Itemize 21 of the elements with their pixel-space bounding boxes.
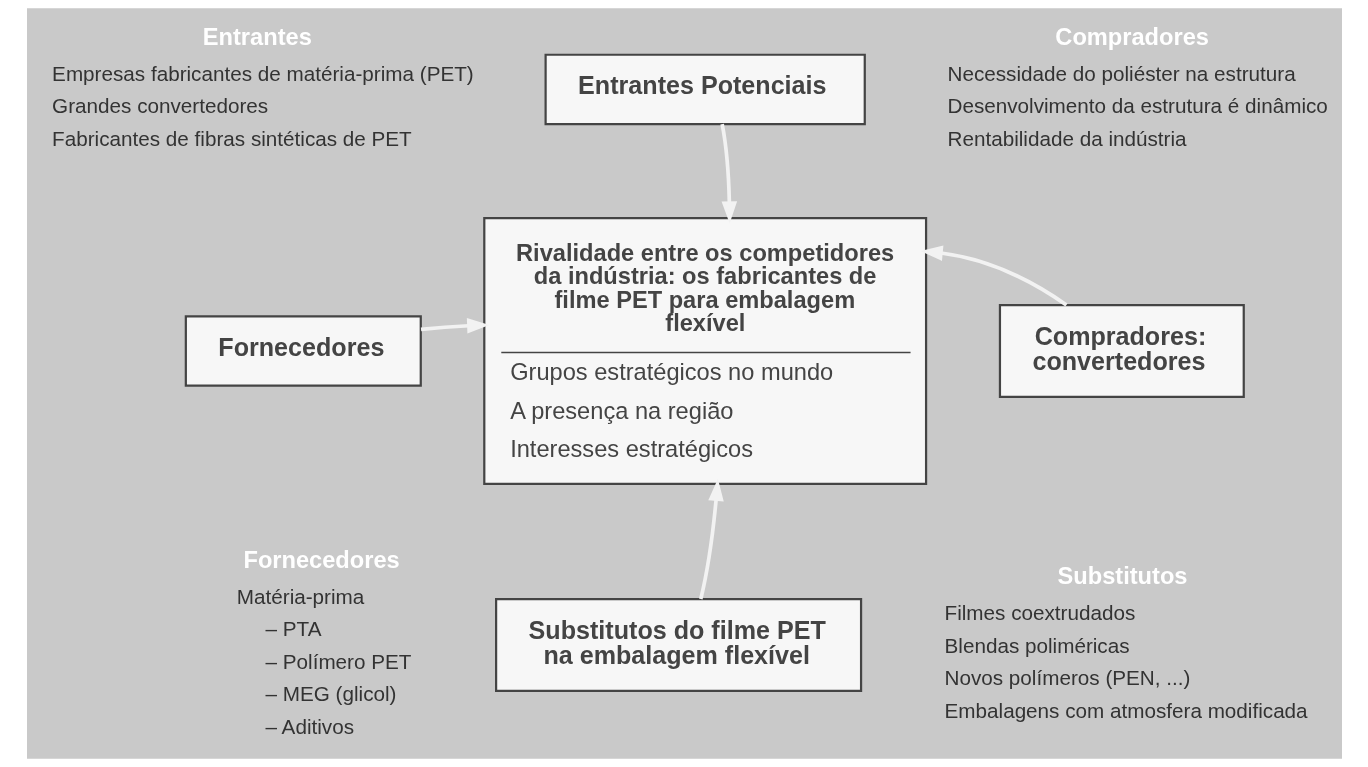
label: – MEG (glicol) xyxy=(265,682,396,706)
label: Filmes coextrudados xyxy=(944,601,1135,625)
label: Grandes convertedores xyxy=(51,94,268,118)
label: Blendas poliméricas xyxy=(944,633,1130,657)
label: – Polímero PET xyxy=(265,649,411,673)
label: – Aditivos xyxy=(265,714,354,738)
node-box: Compradores: convertedores xyxy=(998,304,1245,398)
node-box: Fornecedores xyxy=(184,315,422,387)
label: Rentabilidade da indústria xyxy=(947,126,1187,150)
node-box: Substitutos do filme PET na embalagem flexível xyxy=(494,598,862,692)
label: Empresas fabricantes de matéria-prima (PET) xyxy=(51,61,474,85)
node-box: Rivalidade entre os competidores da indústria: os fabricantes de filme PET para embalagem flexível Grupos estratégicos no mundo A presença na região Interesses estratégicos xyxy=(482,216,927,486)
label: Novos polímeros (PEN, ...) xyxy=(944,666,1190,690)
label: Necessidade do poliéster na estrutura xyxy=(947,61,1296,85)
label: Desenvolvimento da estrutura é dinâmico xyxy=(947,94,1328,118)
label: – PTA xyxy=(265,617,321,641)
label: Fabricantes de fibras sintéticas de PET xyxy=(51,126,412,150)
label: Matéria-prima xyxy=(236,584,364,608)
node-box: Entrantes Potenciais xyxy=(544,53,866,126)
arrow xyxy=(420,318,489,334)
label: Embalagens com atmosfera modificada xyxy=(944,698,1308,722)
